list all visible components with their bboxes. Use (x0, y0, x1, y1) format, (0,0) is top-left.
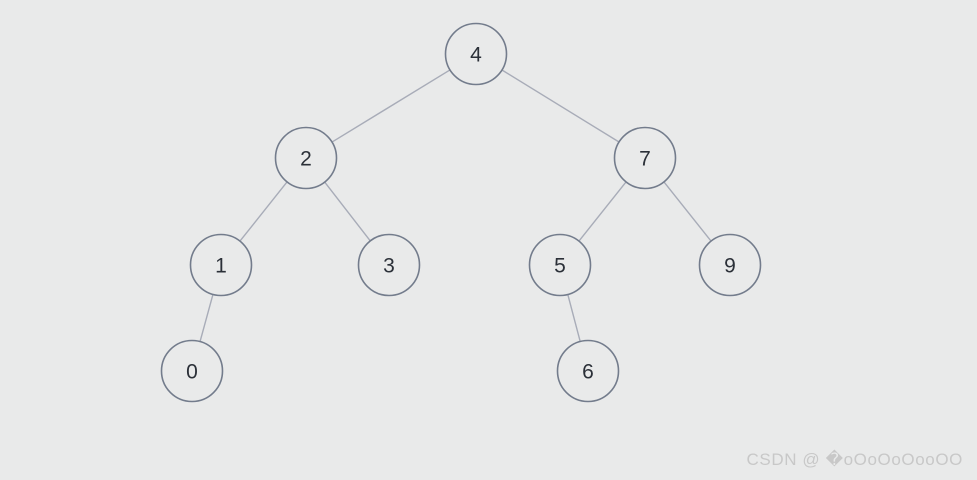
tree-edge-2-1 (239, 181, 288, 242)
tree-node-6[interactable]: 6 (556, 339, 620, 403)
tree-node-label-9: 9 (724, 255, 736, 278)
tree-edge-5-6 (567, 294, 581, 342)
watermark-text: CSDN @ �oOoOoOooOO (746, 450, 963, 469)
tree-node-circle-2[interactable] (274, 126, 338, 190)
tree-node-4[interactable]: 4 (444, 22, 508, 86)
tree-node-5[interactable]: 5 (528, 233, 592, 297)
tree-edge-2-3 (324, 181, 371, 242)
tree-node-label-1: 1 (215, 255, 227, 278)
node-layer: 4 2 7 1 3 5 9 0 6 (160, 22, 762, 403)
tree-node-9[interactable]: 9 (698, 233, 762, 297)
tree-node-label-3: 3 (383, 255, 395, 278)
edge-layer (199, 69, 712, 342)
tree-node-label-7: 7 (639, 148, 651, 171)
tree-node-label-5: 5 (554, 255, 566, 278)
tree-edge-7-5 (578, 181, 627, 242)
tree-node-label-0: 0 (186, 361, 198, 384)
tree-edge-4-7 (501, 69, 620, 143)
tree-node-3[interactable]: 3 (357, 233, 421, 297)
tree-edge-1-0 (199, 294, 214, 342)
tree-node-1[interactable]: 1 (189, 233, 253, 297)
tree-node-circle-6[interactable] (556, 339, 620, 403)
tree-node-0[interactable]: 0 (160, 339, 224, 403)
tree-node-circle-9[interactable] (698, 233, 762, 297)
tree-node-label-2: 2 (300, 148, 312, 171)
tree-node-2[interactable]: 2 (274, 126, 338, 190)
tree-edge-7-9 (663, 181, 712, 242)
tree-node-circle-1[interactable] (189, 233, 253, 297)
tree-edge-4-2 (331, 69, 451, 143)
tree-node-label-6: 6 (582, 361, 594, 384)
tree-node-circle-0[interactable] (160, 339, 224, 403)
tree-node-circle-5[interactable] (528, 233, 592, 297)
tree-node-circle-3[interactable] (357, 233, 421, 297)
tree-node-circle-7[interactable] (613, 126, 677, 190)
tree-node-label-4: 4 (470, 44, 482, 67)
tree-node-7[interactable]: 7 (613, 126, 677, 190)
tree-node-circle-4[interactable] (444, 22, 508, 86)
